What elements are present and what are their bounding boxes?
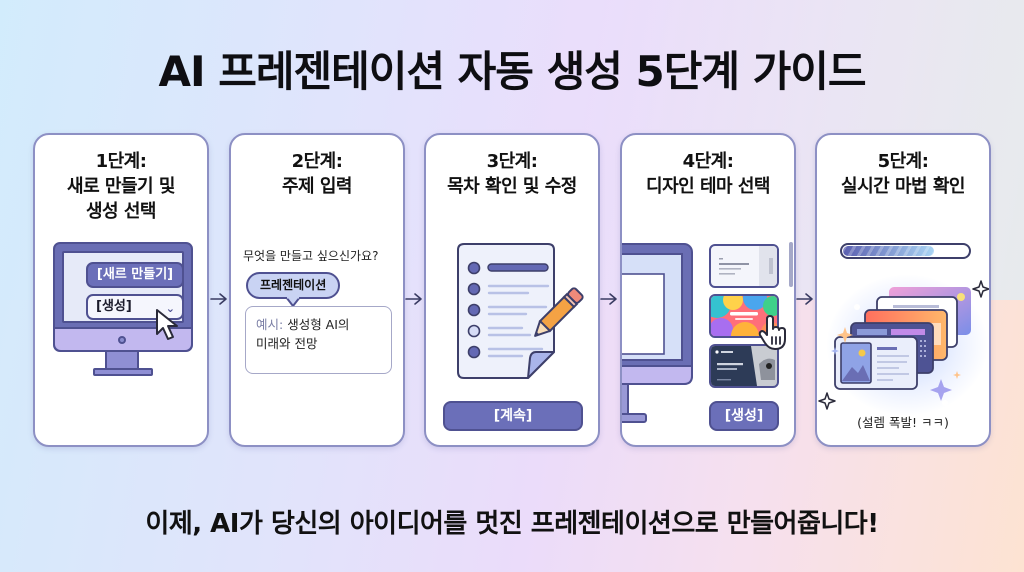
new-presentation-button[interactable]: [새르 만들기] (86, 262, 184, 288)
step-1-label: 1단계: (95, 151, 147, 172)
step-card-5: 5단계: 실시간 마법 확인 (설렘 폭발! ㅋㅋ) (815, 133, 991, 447)
arrow-right-icon (600, 293, 617, 305)
step-3-title-line1: 목차 확인 및 수정 (447, 176, 577, 197)
topic-input[interactable]: 예시: 생성형 AI의 미래와 전망 (245, 306, 392, 374)
step-5-title: 5단계: 실시간 마법 확인 (817, 149, 989, 199)
hand-pointer-icon (758, 315, 786, 350)
cursor-arrow-icon (156, 309, 178, 340)
topic-question: 무엇을 만들고 싶으신가요? (243, 249, 379, 263)
step-2-title-line1: 주제 입력 (281, 176, 353, 197)
step-1-title-line2: 생성 선택 (85, 201, 157, 222)
theme-list-scrollbar[interactable] (789, 242, 793, 287)
chevron-down-icon: ⌄ (165, 302, 175, 315)
theme-thumb-light[interactable] (709, 244, 779, 288)
generate-select[interactable]: [생성] ⌄ (86, 294, 184, 320)
topic-input-prefix: 예시: (256, 317, 284, 332)
step-4-title: 4단계: 디자인 테마 선택 (622, 149, 794, 199)
monitor-icon (622, 243, 693, 423)
footer-message: 이제, AI가 당신의 아이디어를 멋진 프레젠테이션으로 만들어줍니다! (145, 509, 879, 539)
document-list-icon (457, 243, 555, 379)
step-2-title: 2단계: 주제 입력 (231, 149, 403, 199)
power-dot (118, 336, 126, 344)
step-5-title-line1: 실시간 마법 확인 (841, 176, 965, 197)
arrow-right-icon (796, 293, 813, 305)
topic-input-line1: 생성형 AI의 (283, 317, 350, 332)
arrow-right-icon (210, 293, 227, 305)
step-card-2: 2단계: 주제 입력 무엇을 만들고 싶으신가요? 프레젠테이션 예시: 생성형… (229, 133, 405, 447)
slide-stack-icon (818, 280, 989, 410)
page-title: AI 프레젠테이션 자동 생성 5단계 가이드 (158, 47, 866, 96)
progress-bar (840, 243, 971, 259)
generate-select-value: [생성] (96, 299, 132, 314)
speech-tail-icon (286, 297, 300, 307)
step-3-title: 3단계: 목차 확인 및 수정 (426, 149, 598, 199)
step-card-1: 1단계: 새로 만들기 및 생성 선택 [새르 만들기] [생성] ⌄ (33, 133, 209, 447)
step-4-title-line1: 디자인 테마 선택 (646, 176, 770, 197)
step-3-label: 3단계: (486, 151, 538, 172)
continue-button[interactable]: [계속] (443, 401, 583, 431)
arrow-right-icon (405, 293, 422, 305)
step-1-title-line1: 새로 만들기 및 (67, 176, 175, 197)
step-2-label: 2단계: (291, 151, 343, 172)
monitor-icon: [새르 만들기] [생성] ⌄ (53, 242, 193, 376)
topic-input-line2: 미래와 전망 (256, 336, 318, 351)
step-1-title: 1단계: 새로 만들기 및 생성 선택 (35, 149, 207, 224)
pencil-icon (534, 287, 584, 337)
step-4-label: 4단계: (682, 151, 734, 172)
step-card-3: 3단계: 목차 확인 및 수정 [계속] (424, 133, 600, 447)
generate-button[interactable]: [생성] (709, 401, 779, 431)
theme-thumb-dark[interactable] (709, 344, 779, 388)
excitement-caption: (설렘 폭발! ㅋㅋ) (857, 415, 949, 430)
step-card-4: 4단계: 디자인 테마 선택 (620, 133, 796, 447)
presentation-type-chip[interactable]: 프레젠테이션 (246, 272, 341, 299)
progress-fill (843, 246, 935, 256)
step-5-label: 5단계: (877, 151, 929, 172)
